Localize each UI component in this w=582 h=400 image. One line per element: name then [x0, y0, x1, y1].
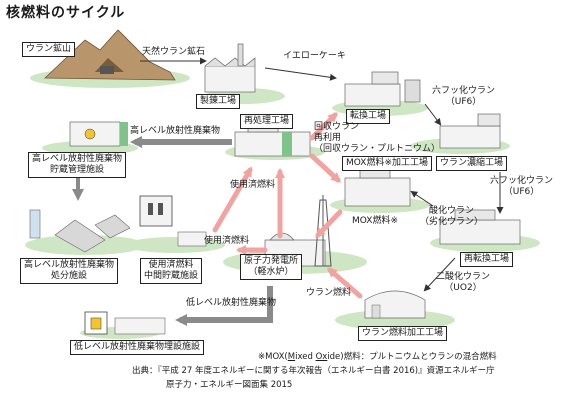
uranium-oxide-line1: 酸化ウラン	[429, 206, 475, 216]
conversion-label: 転換工場	[346, 109, 391, 124]
hlw-storage-label-line1: 高レベル放射性廃棄物	[32, 154, 123, 164]
reprocessing-label: 再処理工場	[240, 114, 294, 129]
mox-footnote-ixed: ixed	[295, 352, 316, 362]
uranium-dioxide-line2: （UO2）	[444, 283, 482, 293]
natural-uranium-ore-label: 天然ウラン鉱石	[142, 47, 206, 57]
hlw-storage-illustration	[69, 121, 128, 147]
uranium-mine-label: ウラン鉱山	[22, 42, 76, 57]
uranium-dioxide-label: 二酸化ウラン （UO2）	[436, 272, 490, 294]
mox-footnote: ※MOX(Mixed Oxide)燃料：プルトニウムとウランの混合燃料	[258, 352, 497, 363]
refinery-label: 製錬工場	[196, 94, 241, 109]
recovered-uranium-line3: （回収ウラン・プルトニウム）	[314, 144, 441, 154]
mox-fabrication-illustration	[344, 167, 411, 207]
spent-fuel-label-1: 使用済燃料	[204, 236, 250, 246]
reconversion-label: 再転換工場	[460, 252, 514, 267]
mox-fabrication-label: MOX燃料※加工工場	[342, 156, 432, 171]
llw-flow-label: 低レベル放射性廃棄物	[186, 298, 277, 308]
source-line-1: 出典：『平成 27 年度エネルギーに関する年次報告（エネルギー白書 2016)』…	[132, 366, 495, 376]
uranium-dioxide-line1: 二酸化ウラン	[436, 272, 491, 282]
conversion-illustration	[344, 71, 421, 107]
spent-fuel-storage-label: 使用済燃料 中間貯蔵施設	[140, 258, 203, 284]
refinery-illustration	[204, 43, 256, 93]
reconversion-illustration	[439, 209, 521, 245]
hlw-disposal-label: 高レベル放射性廃棄物 処分施設	[20, 258, 119, 284]
recovered-uranium-label: 回収ウラン 再利用 （回収ウラン・プルトニウム）	[314, 122, 440, 155]
mox-footnote-M: M	[287, 352, 296, 362]
uranium-mine-illustration	[44, 29, 176, 81]
hlw-storage-label-line2: 貯蔵管理施設	[50, 165, 105, 175]
hlw-storage-label: 高レベル放射性廃棄物 貯蔵管理施設	[28, 152, 127, 178]
uf6-mid-label: 六フッ化ウラン （UF6）	[490, 176, 553, 198]
spent-fuel-storage-illustration	[139, 195, 207, 247]
recovered-uranium-line1: 回収ウラン	[314, 122, 360, 132]
power-plant-label-line2: （軽水炉）	[248, 267, 294, 277]
power-plant-label: 原子力発電所 （軽水炉）	[240, 254, 303, 280]
uf6-top-label: 六フッ化ウラン （UF6）	[432, 86, 495, 108]
llw-disposal-label: 低レベル放射性廃棄物埋設施設	[70, 340, 205, 355]
recovered-uranium-line2: 再利用	[314, 133, 342, 143]
spent-fuel-label-2: 使用済燃料	[230, 180, 276, 190]
uranium-oxide-line2: （劣化ウラン）	[420, 217, 484, 227]
uf6-mid-line1: 六フッ化ウラン	[490, 176, 554, 186]
mox-footnote-ide: ide	[327, 352, 341, 362]
uranium-fuel-label: ウラン燃料	[306, 288, 352, 298]
hlw-disposal-label-line2: 処分施設	[51, 271, 88, 281]
uf6-mid-line2: （UF6）	[503, 187, 540, 197]
uf6-top-line1: 六フッ化ウラン	[432, 86, 496, 96]
yellowcake-label: イエローケーキ	[283, 51, 346, 61]
fuel-fabrication-label: ウラン燃料加工工場	[358, 326, 448, 341]
spent-fuel-storage-label-line2: 中間貯蔵施設	[144, 271, 199, 281]
upstream-arrows	[140, 57, 504, 292]
page-title: 核燃料のサイクル	[6, 5, 126, 21]
hlw-flow-label: 高レベル放射性廃棄物	[130, 126, 221, 136]
fuel-cycle-arrows	[212, 112, 363, 299]
hlw-disposal-label-line1: 高レベル放射性廃棄物	[24, 260, 115, 270]
source-line-2: 原子力・エネルギー図面集 2015	[166, 380, 293, 390]
uf6-top-line2: （UF6）	[445, 97, 482, 107]
mox-footnote-Ox: Ox	[315, 352, 328, 362]
enrichment-label: ウラン濃縮工場	[436, 156, 508, 171]
fuel-fabrication-illustration	[364, 290, 426, 319]
mox-footnote-suffix: )燃料：プルトニウムとウランの混合燃料	[340, 352, 497, 362]
power-plant-label-line1: 原子力発電所	[244, 256, 299, 266]
uranium-oxide-label: 酸化ウラン （劣化ウラン）	[420, 206, 483, 228]
mox-footnote-prefix: ※MOX(	[258, 352, 288, 362]
hlw-disposal-illustration	[29, 209, 131, 253]
spent-fuel-storage-label-line1: 使用済燃料	[148, 260, 194, 270]
enrichment-illustration	[439, 113, 501, 149]
llw-disposal-illustration	[84, 311, 166, 335]
mox-fuel-label: MOX燃料※	[352, 216, 398, 226]
